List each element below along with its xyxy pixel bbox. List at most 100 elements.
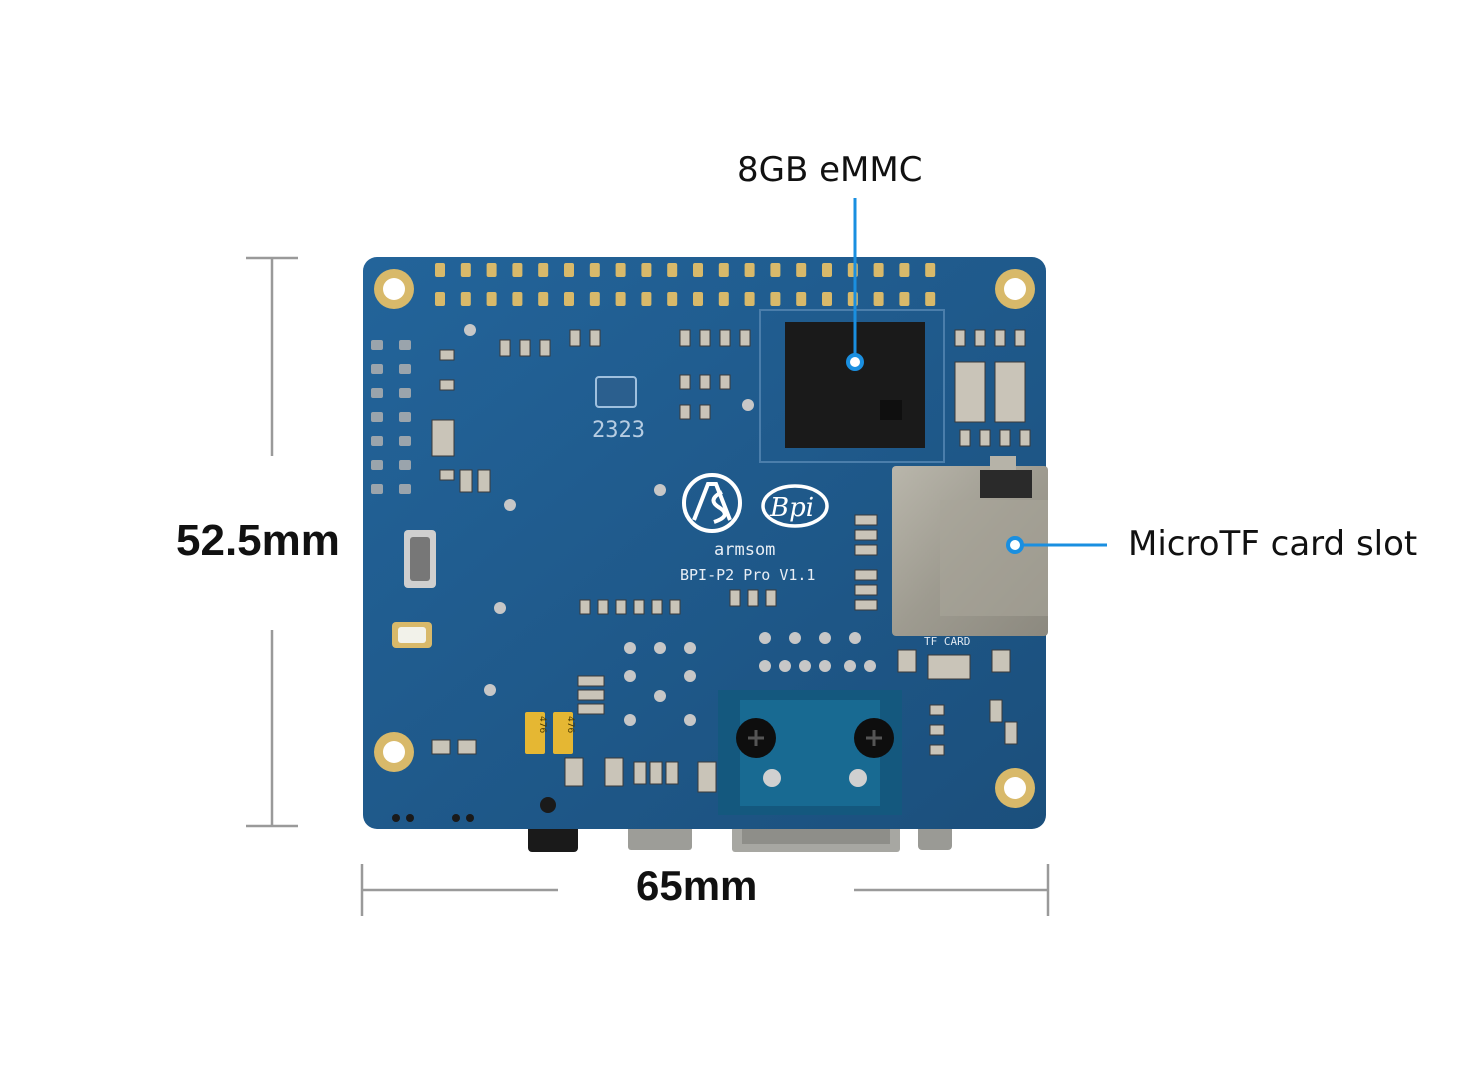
smd-part: [519, 339, 531, 357]
gpio-header-pins: [435, 263, 936, 306]
smd-part: [699, 329, 711, 347]
gpio-pin: [796, 263, 807, 277]
smd-part: [747, 589, 759, 607]
smd-part: [577, 675, 605, 687]
smd-part: [665, 761, 679, 785]
gpio-pin: [589, 263, 600, 277]
smd-part: [959, 429, 971, 447]
test-pad: [759, 632, 771, 644]
smd-part: [739, 329, 751, 347]
smd-part: [539, 339, 551, 357]
side-pin: [371, 364, 383, 374]
test-pad: [864, 660, 876, 672]
smd-part: [729, 589, 741, 607]
gpio-pin: [770, 292, 781, 306]
test-pad: [684, 714, 696, 726]
test-pad: [819, 632, 831, 644]
gpio-pin: [615, 263, 626, 277]
smd-part: [679, 374, 691, 390]
smd-part: [854, 584, 878, 596]
smd-part: [577, 703, 605, 715]
side-pin: [371, 340, 383, 350]
width-dimension: [360, 864, 1050, 916]
bpi-logo-text: Bpi: [769, 493, 814, 523]
cap-label-2: 476: [565, 716, 575, 733]
crystal-components: [392, 530, 436, 648]
test-pad: [849, 632, 861, 644]
board-brand-text: armsom: [714, 540, 775, 560]
gpio-pin: [486, 292, 497, 306]
test-pad: [624, 714, 636, 726]
gpio-pin: [822, 263, 832, 277]
smd-part: [929, 704, 945, 716]
width-dimension-label: 65mm: [636, 862, 758, 909]
board-code-text: 2323: [592, 418, 645, 443]
smd-part: [615, 599, 627, 615]
gpio-pin: [693, 292, 703, 306]
smd-part: [854, 569, 878, 581]
side-pin: [399, 436, 411, 446]
side-pin: [399, 388, 411, 398]
smd-part: [431, 419, 455, 457]
test-pad: [844, 660, 856, 672]
smd-components: [431, 324, 1031, 793]
gpio-pin: [718, 292, 729, 306]
test-pad: [779, 660, 791, 672]
smd-part: [954, 329, 966, 347]
height-dimension-label: 52.5mm: [176, 516, 340, 565]
side-pin: [371, 460, 383, 470]
smd-part: [954, 361, 986, 423]
smd-part: [854, 529, 878, 541]
smd-part: [1019, 429, 1031, 447]
smd-part: [459, 469, 473, 493]
smd-part: [974, 329, 986, 347]
emmc-callout-label: 8GB eMMC: [737, 150, 923, 190]
gpio-pin: [435, 292, 445, 306]
smd-part: [477, 469, 491, 493]
height-dimension: [246, 256, 298, 828]
smd-part: [1004, 721, 1018, 745]
smd-part: [679, 329, 691, 347]
smd-part: [604, 757, 624, 787]
test-pad: [759, 660, 771, 672]
smd-part: [854, 544, 878, 556]
smd-part: [633, 599, 645, 615]
smd-part: [577, 689, 605, 701]
smd-part: [699, 374, 711, 390]
ss-chip: [595, 376, 637, 408]
smd-part: [929, 724, 945, 736]
side-pin: [371, 436, 383, 446]
side-pin: [399, 412, 411, 422]
side-pin: [399, 460, 411, 470]
gpio-pin: [564, 263, 574, 277]
connector-block: [718, 690, 902, 815]
test-pad: [494, 602, 506, 614]
smd-part: [854, 599, 878, 611]
tf-slot-callout-label: MicroTF card slot: [1128, 524, 1418, 564]
tiny-pads: [392, 797, 556, 822]
test-pad: [684, 670, 696, 682]
tiny-pad: [392, 814, 400, 822]
gpio-pin: [899, 263, 910, 277]
armsom-logo: [682, 473, 742, 533]
test-pad: [484, 684, 496, 696]
gpio-pin: [512, 292, 523, 306]
smd-part: [589, 329, 601, 347]
gpio-pin: [615, 292, 626, 306]
test-pad: [799, 660, 811, 672]
bpi-logo: [761, 484, 829, 528]
smd-part: [897, 649, 917, 673]
smd-part: [697, 761, 717, 793]
gpio-pin: [589, 292, 600, 306]
smd-part: [431, 739, 451, 755]
smd-part: [994, 361, 1026, 423]
smd-part: [457, 739, 477, 755]
smd-part: [569, 329, 581, 347]
smd-part: [699, 404, 711, 420]
tiny-pad: [452, 814, 460, 822]
smd-part: [679, 404, 691, 420]
smd-part: [719, 374, 731, 390]
smd-part: [633, 761, 647, 785]
side-pin: [399, 364, 411, 374]
smd-part: [927, 654, 971, 680]
